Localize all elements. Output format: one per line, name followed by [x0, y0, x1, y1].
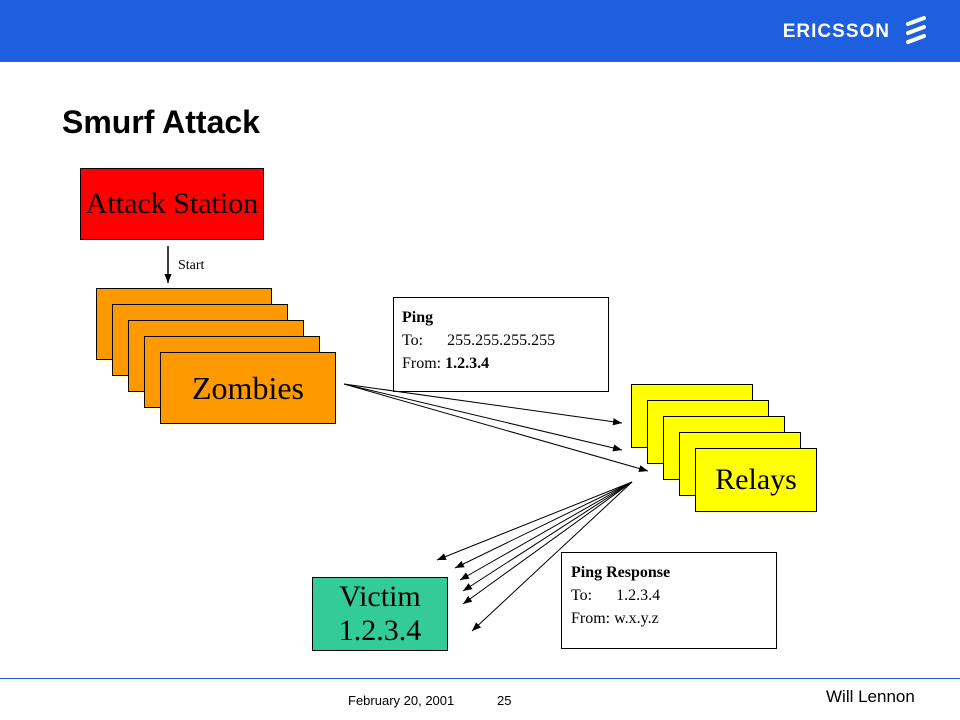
- footer-date: February 20, 2001: [348, 693, 455, 708]
- ping-to-row: To: 255.255.255.255: [402, 329, 608, 352]
- relay-to-victim-arrow: [454, 481, 633, 569]
- ericsson-logo-icon: [906, 16, 926, 44]
- victim-box: Victim 1.2.3.4: [312, 577, 448, 651]
- footer-divider: [0, 678, 960, 679]
- attack-station-label: Attack Station: [85, 187, 259, 220]
- relay-to-victim-arrow: [462, 481, 633, 605]
- ping-to-value: 255.255.255.255: [447, 332, 556, 349]
- page-number: 25: [497, 693, 512, 708]
- relay-to-victim-arrow: [459, 481, 633, 581]
- zombies-box: Zombies: [160, 352, 336, 424]
- zombies-label: Zombies: [192, 369, 304, 406]
- victim-address: 1.2.3.4: [338, 614, 422, 647]
- victim-label: Victim: [339, 580, 421, 613]
- response-title: Ping Response: [571, 564, 671, 581]
- response-from-label: From:: [571, 610, 611, 627]
- ping-info-box: Ping To: 255.255.255.255 From: 1.2.3.4: [393, 297, 609, 392]
- zombie-to-relay-arrow: [343, 383, 623, 452]
- header-bar: [0, 0, 960, 62]
- ping-response-box: Ping Response To: 1.2.3.4 From: w.x.y.z: [561, 552, 777, 649]
- response-to-label: To:: [571, 587, 593, 604]
- relays-box: Relays: [695, 448, 817, 512]
- zombie-to-relay-arrow: [343, 383, 623, 426]
- response-to-row: To: 1.2.3.4: [571, 584, 776, 607]
- start-label: Start: [178, 258, 205, 273]
- ping-from-value: 1.2.3.4: [445, 355, 490, 372]
- relay-to-victim-arrow: [471, 481, 633, 632]
- relays-label: Relays: [715, 463, 797, 496]
- response-from-value: w.x.y.z: [614, 610, 659, 627]
- ericsson-logo: ERICSSON: [782, 21, 890, 42]
- response-to-value: 1.2.3.4: [616, 587, 661, 604]
- ping-from-row: From: 1.2.3.4: [402, 352, 608, 375]
- slide-title: Smurf Attack: [62, 104, 260, 140]
- ping-to-label: To:: [402, 332, 424, 349]
- ping-from-label: From:: [402, 355, 442, 372]
- footer-author: Will Lennon: [826, 687, 915, 706]
- attack-station-box: Attack Station: [80, 168, 264, 240]
- ping-title: Ping: [402, 309, 434, 326]
- relay-to-victim-arrow: [462, 481, 633, 592]
- relay-to-victim-arrow: [436, 481, 633, 561]
- response-from-row: From: w.x.y.z: [571, 607, 776, 630]
- zombie-to-relay-arrow: [343, 383, 649, 472]
